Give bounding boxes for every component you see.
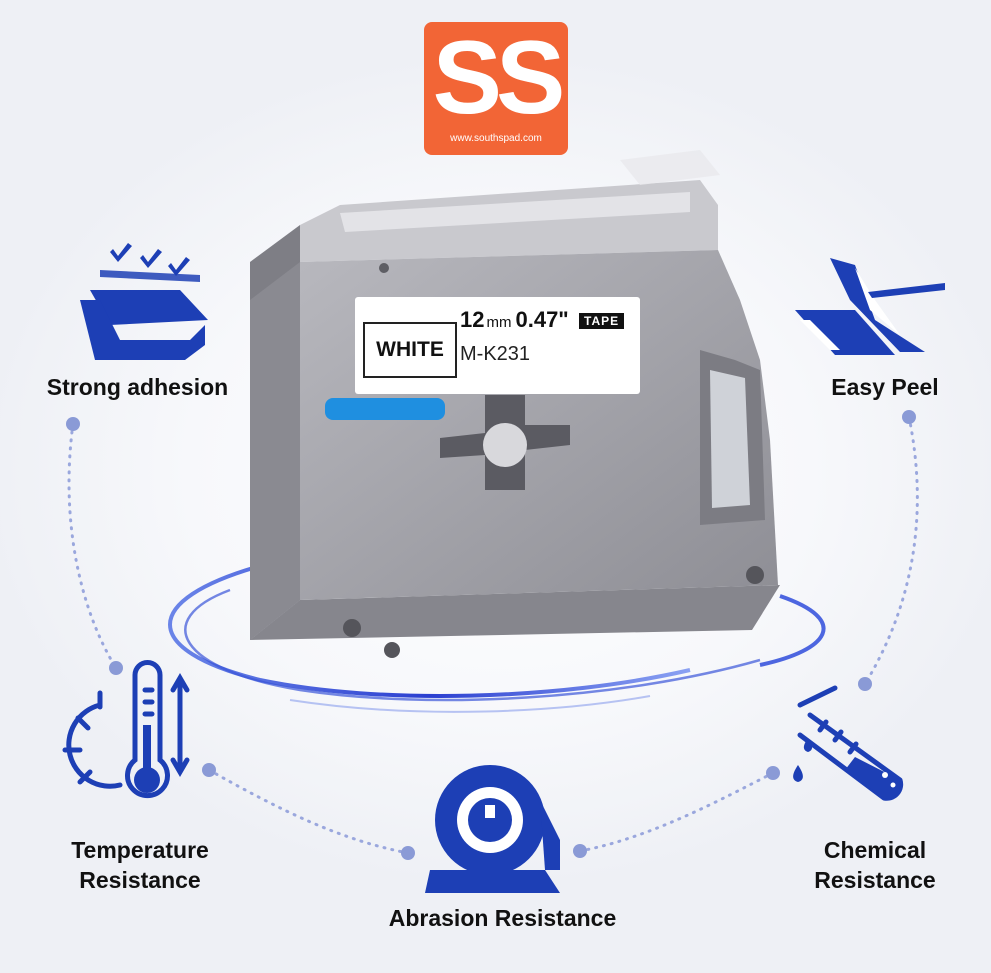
label-size-number: 12	[460, 307, 485, 332]
temperature-label-line2: Resistance	[79, 867, 201, 893]
tape-badge: TAPE	[579, 313, 625, 329]
chemical-label-line1: Chemical	[823, 837, 927, 863]
abrasion-label: Abrasion Resistance	[388, 905, 617, 931]
logo-mark: SS	[432, 20, 566, 136]
temperature-label: Temperature Resistance	[50, 835, 230, 895]
label-inch: 0.47"	[515, 307, 569, 332]
chemical-label: Chemical Resistance	[800, 835, 950, 895]
logo-url: www.southspad.com	[450, 133, 542, 144]
strong-adhesion-label: Strong adhesion	[46, 374, 229, 400]
easy-peel-label: Easy Peel	[831, 374, 939, 400]
label-model: M-K231	[460, 343, 531, 365]
chemical-label-line2: Resistance	[814, 867, 936, 893]
temperature-label-line1: Temperature	[71, 837, 209, 863]
label-white-box: WHITE	[363, 322, 457, 378]
label-size-unit: mm	[486, 314, 512, 331]
brand-logo: SS www.southspad.com	[424, 22, 568, 155]
label-white-text: WHITE	[376, 338, 444, 361]
